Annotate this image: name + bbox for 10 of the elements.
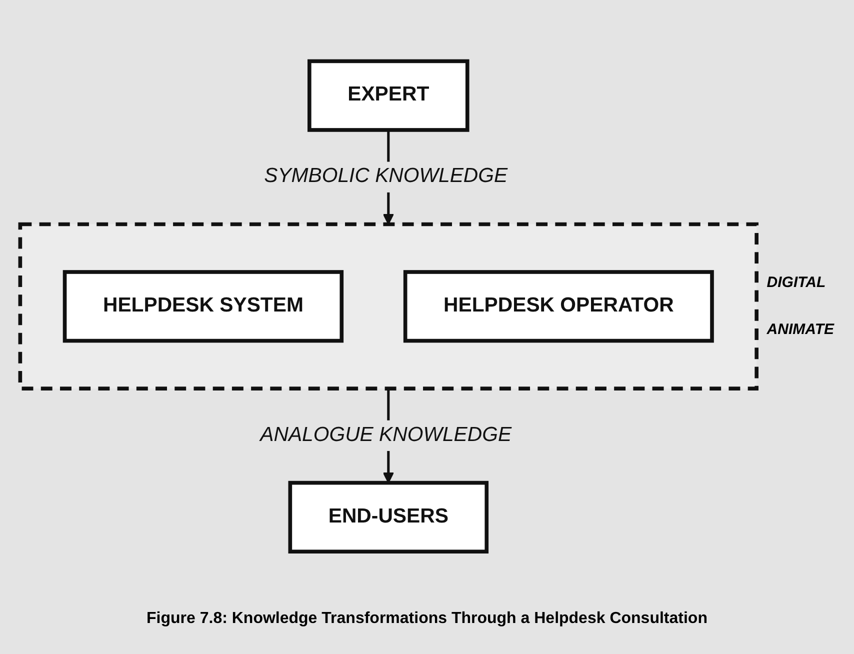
node-box: EXPERT	[308, 58, 470, 132]
node-box: HELPDESK OPERATOR	[403, 270, 714, 342]
node-box: HELPDESK SYSTEM	[62, 270, 344, 342]
side-label: DIGITAL	[766, 274, 827, 291]
side-label: ANIMATE	[766, 321, 834, 338]
cluster	[18, 222, 758, 390]
edge-label: ANALOGUE KNOWLEDGE	[260, 424, 512, 446]
node-box: END-USERS	[288, 480, 489, 554]
figure-caption: Figure 7.8: Knowledge Transformations Through a Helpdesk Consultation	[146, 610, 708, 628]
edge-label: SYMBOLIC KNOWLEDGE	[264, 165, 508, 187]
